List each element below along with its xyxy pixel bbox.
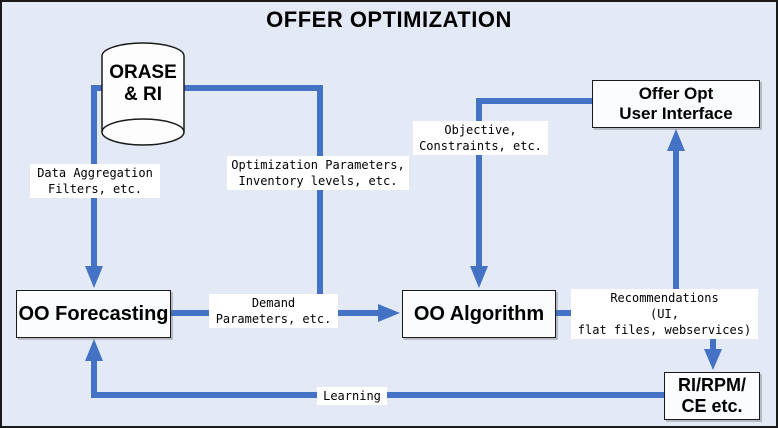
optimization-params-line2: Inventory levels, etc. — [238, 174, 398, 188]
arrowhead-into-forecasting-top — [85, 266, 103, 288]
ri-label-line1: RI/RPM/ — [677, 375, 746, 395]
orase-ri-cylinder — [101, 42, 185, 146]
objective-line1: Objective, — [444, 123, 517, 137]
demand-line1: Demand — [251, 296, 296, 310]
arrowhead-into-ri-top — [704, 349, 722, 370]
data-aggregation-line1: Data Aggregation — [37, 166, 153, 180]
page-title: OFFER OPTIMIZATION — [266, 7, 512, 32]
node-ri-rpm-ce: RI/RPM/ CE etc. — [664, 372, 760, 420]
node-offer-opt-user-interface: Offer Opt User Interface — [592, 80, 760, 128]
recommendations-line3: flat files, webservices) — [577, 323, 752, 337]
arrow-ri-to-forecasting-learning — [91, 360, 664, 398]
learning-label: Learning — [323, 389, 381, 403]
edge-label-data-aggregation: Data Aggregation Filters, etc. — [30, 164, 160, 198]
recommendations-line1: Recommendations — [610, 291, 719, 305]
arrowhead-into-algorithm-left — [378, 304, 400, 322]
arrowhead-into-ui-bottom — [667, 129, 685, 151]
optimization-params-line1: Optimization Parameters, — [231, 158, 405, 172]
orase-ri-line2: & RI — [124, 84, 162, 105]
orase-ri-line1: ORASE — [109, 62, 177, 83]
node-oo-algorithm: OO Algorithm — [402, 290, 556, 338]
oo-algorithm-label: OO Algorithm — [413, 302, 545, 325]
data-aggregation-line2: Filters, etc. — [48, 182, 142, 196]
ui-label-line1: Offer Opt — [638, 84, 714, 103]
ui-label-line2: User Interface — [619, 104, 733, 123]
edge-label-objective-constraints: Objective, Constraints, etc. — [413, 121, 548, 155]
demand-line2: Parameters, etc. — [215, 312, 332, 326]
ri-label-line2: CE etc. — [681, 396, 743, 416]
recommendations-line2: (UI, — [650, 307, 679, 321]
edge-label-optimization-parameters: Optimization Parameters, Inventory level… — [227, 156, 409, 190]
oo-forecasting-label: OO Forecasting — [18, 302, 169, 325]
arrow-orase-to-algorithm — [174, 85, 323, 313]
orase-ri-label: ORASE & RI — [102, 62, 184, 106]
edge-label-demand-parameters: Demand Parameters, etc. — [209, 294, 338, 328]
arrow-ui-to-algorithm — [476, 98, 592, 267]
objective-line2: Constraints, etc. — [419, 139, 542, 153]
edge-label-learning: Learning — [317, 387, 387, 405]
node-oo-forecasting: OO Forecasting — [16, 290, 171, 338]
arrowhead-into-forecasting-bottom — [85, 339, 103, 361]
arrowhead-into-algorithm-top — [470, 266, 488, 288]
edge-label-recommendations: Recommendations (UI, flat files, webserv… — [571, 289, 758, 339]
